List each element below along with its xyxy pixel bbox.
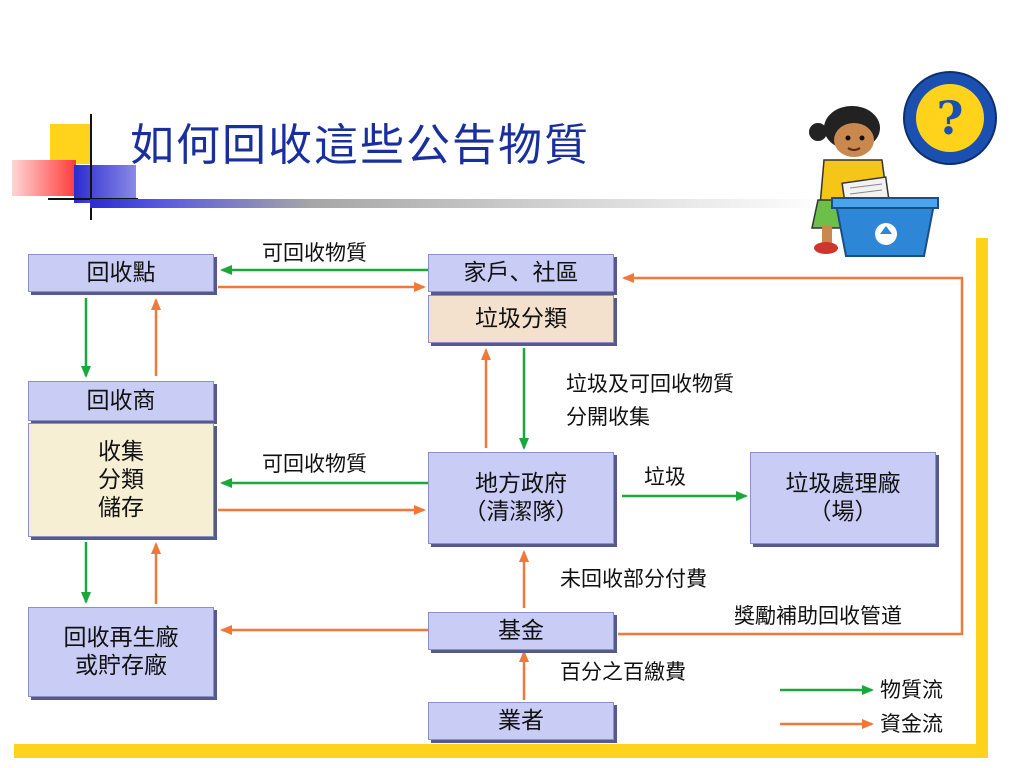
node-household-community: 家戶、社區 <box>428 254 614 292</box>
label-incentive-subsidy: 獎勵補助回收管道 <box>734 604 902 628</box>
slide-title: 如何回收這些公告物質 <box>130 120 590 171</box>
node-recycle-point: 回收點 <box>28 254 214 292</box>
node-garbage-sorting: 垃圾分類 <box>428 295 614 343</box>
node-industry: 業者 <box>428 702 614 740</box>
node-recycler-tasks: 收集 分類 儲存 <box>28 423 214 537</box>
question-mark-icon: ? <box>937 91 964 145</box>
girl-with-recycling-bin-icon <box>809 106 939 257</box>
label-separate-collection-line2: 分開收集 <box>566 405 650 429</box>
label-garbage: 垃圾 <box>644 465 686 489</box>
title-underline <box>90 199 830 208</box>
node-local-government: 地方政府 （清潔隊） <box>428 452 614 544</box>
node-recycling-plant: 回收再生廠 或貯存廠 <box>28 607 214 697</box>
label-recyclables-middle: 可回收物質 <box>262 452 367 476</box>
question-badge: ? <box>900 68 1000 168</box>
label-separate-collection-line1: 垃圾及可回收物質 <box>566 372 734 396</box>
frame-bottom-bar <box>14 744 988 758</box>
node-treatment-plant: 垃圾處理廠 （場） <box>750 452 936 544</box>
legend-fund-flow: 資金流 <box>880 712 943 736</box>
node-recycler: 回收商 <box>28 381 214 421</box>
label-unrecycled-fee: 未回收部分付費 <box>560 567 707 591</box>
label-full-fee: 百分之百繳費 <box>560 660 686 684</box>
frame-right-bar <box>976 238 988 748</box>
legend-material-flow: 物質流 <box>880 678 943 702</box>
girl-recycling-illustration <box>796 88 946 258</box>
arrow-fund-to-household-loop <box>618 273 964 636</box>
node-fund: 基金 <box>428 612 614 650</box>
label-recyclables-top: 可回收物質 <box>262 241 367 265</box>
